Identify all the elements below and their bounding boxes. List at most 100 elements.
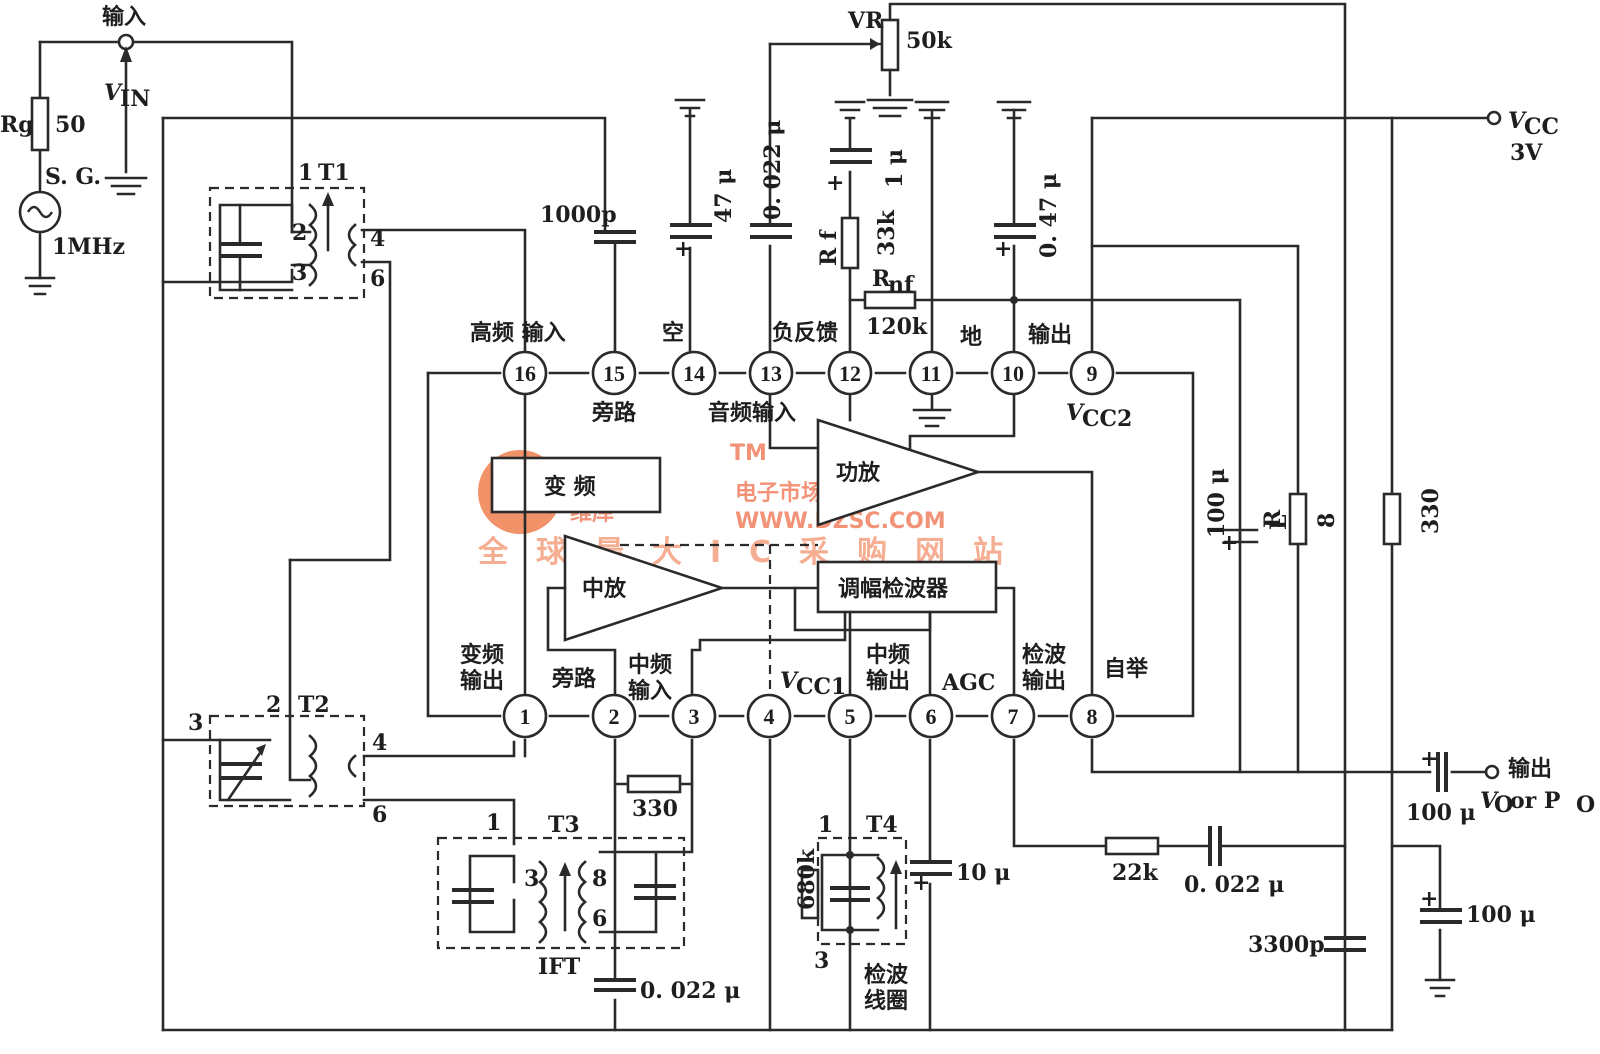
- ift-label: IFT: [538, 954, 581, 980]
- c0022-pin2: [594, 978, 636, 992]
- output-label: 输出: [1508, 756, 1552, 782]
- pin-15: [591, 350, 637, 396]
- output-or: or P: [1510, 788, 1560, 814]
- if-amp-label: 中放: [582, 576, 627, 602]
- t2-pin6: 6: [372, 802, 387, 828]
- t2-label: T2: [298, 692, 330, 718]
- pin11-ground: [912, 394, 952, 428]
- pin-9: [1069, 350, 1115, 396]
- pin10-label: 输出: [1028, 322, 1072, 348]
- c100u-wire: [1390, 844, 1442, 982]
- pin-13: [748, 350, 794, 396]
- t2-pin3: 3: [188, 710, 203, 736]
- pin-10: [990, 350, 1036, 396]
- t1-pin4: 4: [370, 226, 385, 252]
- r330-resistor: [626, 774, 682, 794]
- pin-5: [827, 693, 873, 739]
- c10u-label: 10 μ: [956, 860, 1010, 886]
- pin5-label-2: 输出: [866, 668, 910, 694]
- power-amp-label: 功放: [836, 460, 881, 486]
- pin-11-number: 11: [921, 361, 942, 386]
- pin-1: [502, 693, 548, 739]
- pin-6-number: 6: [926, 704, 937, 729]
- r22k-resistor: [1104, 836, 1160, 856]
- output-stage: [1090, 528, 1500, 792]
- c3300p-label: 3300p: [1248, 932, 1325, 958]
- t3-transformer: [436, 782, 694, 950]
- pin-8: [1069, 693, 1115, 739]
- sg-label: S. G.: [45, 164, 101, 190]
- power-amp-block: [816, 418, 1094, 695]
- rl-label: R: [1260, 509, 1286, 528]
- t2-pin2: 2: [266, 692, 281, 718]
- c0022c-label: 0. 022 μ: [1184, 872, 1284, 898]
- top-capacitors: [594, 42, 882, 352]
- output-terminal: [1484, 764, 1500, 780]
- c0022b-label: 0. 022 μ: [640, 978, 740, 1004]
- pin-13-number: 13: [760, 361, 782, 386]
- pin-1-number: 1: [520, 704, 531, 729]
- pin-16: [502, 350, 548, 396]
- t1-label: T1: [318, 160, 350, 186]
- c47u-label: 47 μ: [711, 169, 737, 223]
- vr-value: 50k: [906, 28, 953, 54]
- t3-pin8: 8: [592, 866, 607, 892]
- output-vo-sub: O: [1494, 792, 1513, 818]
- t4-pin1: 1: [818, 812, 833, 838]
- pin1-label-2: 输出: [460, 668, 504, 694]
- svg-text:+: +: [1220, 530, 1238, 556]
- pin-numbers-bottom: 1 2 3 4 5 6 7 8: [520, 704, 1098, 729]
- t4-transformer: [800, 738, 908, 1032]
- t4-pin3: 3: [814, 948, 829, 974]
- pin13-label: 负反馈: [772, 320, 838, 346]
- c1u-label: 1 μ: [882, 149, 908, 188]
- if-amp-block: [546, 534, 932, 695]
- pin-11: [908, 350, 954, 396]
- r330a-label: 330: [1418, 488, 1444, 534]
- sg-freq: 1MHz: [52, 234, 125, 260]
- pin-7-number: 7: [1008, 704, 1019, 729]
- pin9-sub: CC2: [1082, 406, 1132, 432]
- pin-2-number: 2: [609, 704, 620, 729]
- t2-transformer: [161, 260, 516, 846]
- pin-12: [827, 350, 873, 396]
- mixer-block: [490, 456, 662, 514]
- rf-label: R f: [816, 229, 842, 266]
- ground-bottom-right: [1424, 978, 1456, 998]
- t1-pin1: 1: [298, 160, 313, 186]
- pin-10-number: 10: [1002, 361, 1024, 386]
- pin4-sub: CC1: [796, 674, 846, 700]
- mixer-label: 变 频: [544, 474, 596, 500]
- svg-text:+: +: [674, 236, 692, 262]
- pin8-label: 自举: [1104, 656, 1149, 682]
- c100u-bottom: [1420, 908, 1462, 924]
- vr-potentiometer: [866, 2, 1347, 1032]
- pin15-wire: [161, 116, 607, 232]
- pin7-network: [1012, 738, 1347, 848]
- pin7-label-1: 检波: [1022, 642, 1067, 668]
- pin-6: [908, 693, 954, 739]
- rnf-value: 120k: [866, 314, 928, 340]
- output-vo: V: [1480, 788, 1499, 814]
- r330b-label: 330: [632, 796, 678, 822]
- pin11-label: 地: [960, 325, 982, 350]
- pin5-label-1: 中频: [866, 643, 910, 668]
- c100u-c-label: 100 μ: [1406, 800, 1476, 826]
- pin-15-number: 15: [603, 361, 625, 386]
- t1-transformer: [161, 186, 366, 300]
- coil-label-1: 检波: [864, 962, 909, 988]
- c1000p-label: 1000p: [540, 202, 617, 228]
- pin16-label: 高频 输入: [470, 320, 566, 346]
- vin-label: V: [104, 80, 123, 106]
- pin-2: [591, 693, 637, 739]
- polarity-marks: + + + + + + +: [674, 170, 1438, 912]
- pin-9-number: 9: [1087, 361, 1098, 386]
- pin13-wire: [768, 394, 820, 450]
- c0022-pin7: [1208, 826, 1222, 866]
- t3-pin1: 1: [486, 810, 501, 836]
- pins-top: [502, 350, 1115, 396]
- output-po-sub: O: [1576, 792, 1595, 818]
- t1-pin6: 6: [370, 266, 385, 292]
- pin3-label-1: 中频: [628, 653, 672, 678]
- pin-14: [671, 350, 717, 396]
